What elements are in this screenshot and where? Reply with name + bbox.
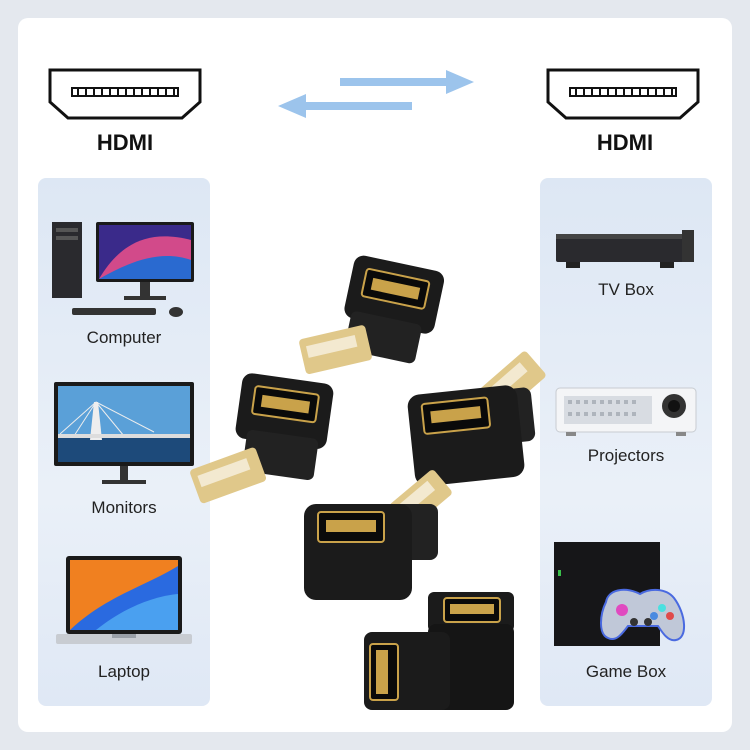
computer-icon — [52, 222, 194, 317]
monitor-icon — [54, 382, 194, 484]
tv-box-icon — [556, 230, 694, 268]
projector-icon — [555, 387, 697, 436]
hdmi-adapter-icon-1 — [299, 255, 445, 375]
source-devices-panel: Computer Monitors Laptop — [38, 178, 210, 706]
hdmi-adapter-icon-3 — [407, 351, 546, 487]
hdmi-label-left: HDMI — [96, 130, 154, 155]
game-box-icon — [554, 542, 685, 646]
device-label-projectors: Projectors — [587, 446, 665, 465]
output-devices-panel: TV Box Projectors — [540, 178, 712, 706]
device-label-computer: Computer — [86, 328, 162, 347]
hdmi-label-right: HDMI — [596, 130, 654, 155]
hdmi-port-icon-left — [48, 68, 202, 120]
hdmi-adapter-icon-2 — [190, 373, 334, 504]
bidirectional-arrow-icon — [278, 70, 474, 118]
device-label-monitors: Monitors — [91, 498, 157, 517]
hdmi-adapter-icon-4 — [304, 470, 452, 600]
laptop-icon — [56, 556, 192, 644]
hdmi-port-icon-right — [546, 68, 700, 120]
hdmi-adapter-icon-5 — [364, 592, 514, 710]
device-label-game-box: Game Box — [585, 662, 667, 681]
device-label-laptop: Laptop — [98, 662, 150, 681]
device-label-tv-box: TV Box — [598, 280, 654, 299]
